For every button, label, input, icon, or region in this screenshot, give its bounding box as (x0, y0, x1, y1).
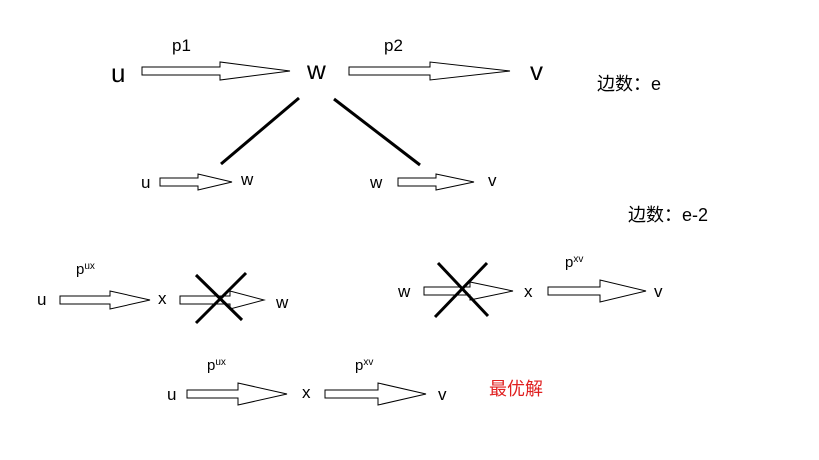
node-x-bottom: x (302, 383, 311, 402)
optimal-solution-label: 最优解 (489, 379, 543, 399)
node-u-top: u (111, 58, 126, 88)
edge-count-top: 边数：e (597, 74, 662, 94)
edge-label-pux-bottom: pux (207, 357, 226, 374)
arrow-lower-x-v (547, 279, 647, 303)
node-u-bottom: u (167, 385, 177, 404)
node-v-bottom: v (438, 385, 447, 404)
cross-mark-right-b (433, 261, 489, 319)
cross-mark-left-b (194, 271, 248, 325)
branch-line-right (333, 97, 421, 167)
arrow-lower-w-x (423, 281, 514, 301)
node-v-lower: v (654, 282, 663, 301)
edge-label-p1: p1 (172, 36, 191, 55)
node-x-lower-right: x (524, 282, 533, 301)
node-w-top: w (307, 55, 326, 85)
edge-label-p2: p2 (384, 36, 403, 55)
node-u-mid: u (141, 173, 151, 192)
arrow-w-v (348, 61, 511, 81)
edge-label-pxv-bottom: pxv (355, 357, 374, 374)
arrow-mid-u-w (159, 173, 233, 191)
node-u-lower: u (37, 290, 47, 309)
node-x-lower-left: x (158, 289, 167, 308)
arrow-bottom-x-v (324, 382, 427, 406)
edge-label-pux-lower: pux (76, 261, 95, 278)
arrow-mid-w-v (397, 173, 475, 191)
node-w-mid-left: w (241, 170, 254, 189)
node-w-mid-right: w (370, 173, 383, 192)
cross-mark-left-a (194, 273, 244, 322)
node-w-lower-right: w (398, 282, 411, 301)
node-v-mid: v (488, 171, 497, 190)
edge-label-pxv-lower: pxv (565, 254, 584, 271)
edge-count-lower: 边数：e-2 (628, 205, 709, 225)
arrow-lower-u-x (59, 290, 151, 310)
branch-line-left (220, 96, 300, 166)
arrow-bottom-u-x (186, 382, 288, 406)
arrow-u-w (141, 61, 291, 81)
node-w-lower-left: w (276, 293, 289, 312)
node-v-top: v (530, 56, 543, 86)
